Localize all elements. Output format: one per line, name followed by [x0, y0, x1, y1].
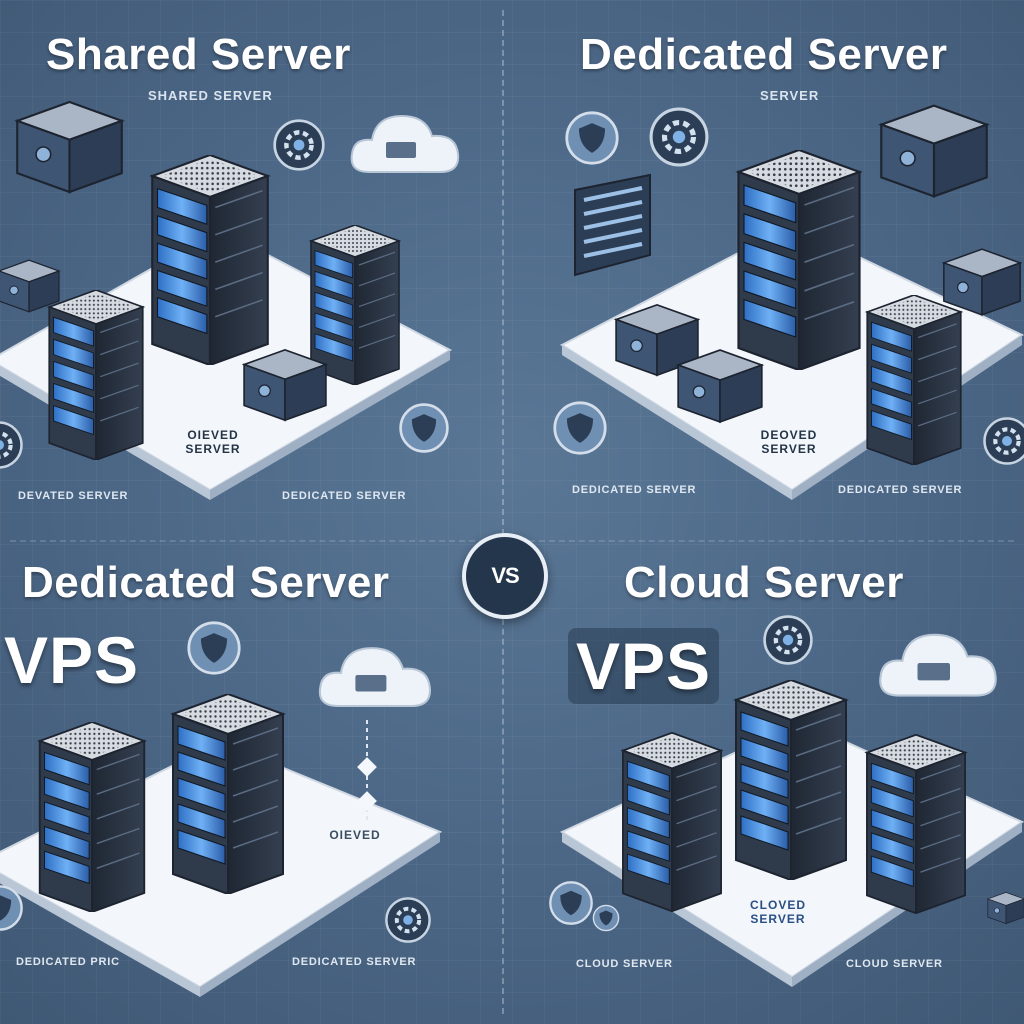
- gear-icon: [272, 118, 326, 172]
- footer-label-left: DEDICATED PRIC: [16, 954, 120, 970]
- quadrant-dedicated-vps: Dedicated Server VPS OIEVED DEDICATED PR…: [0, 512, 512, 1024]
- security-icon: [565, 111, 619, 165]
- vs-badge: VS: [462, 533, 548, 619]
- server-rack-icon: [151, 155, 269, 365]
- vps-badge: VPS: [568, 628, 720, 704]
- security-icon: [592, 904, 620, 932]
- footer-label-right: DEDICATED SERVER: [282, 488, 406, 504]
- storage-unit-icon: [16, 100, 123, 194]
- cloud-icon: [318, 646, 432, 708]
- gear-icon: [762, 614, 814, 666]
- gear-icon: [982, 416, 1024, 466]
- server-rack-icon: [48, 290, 144, 460]
- security-icon: [549, 881, 593, 925]
- gear-icon: [384, 896, 432, 944]
- gear-icon: [648, 106, 710, 168]
- quadrant-subtitle: SHARED SERVER: [148, 88, 273, 103]
- footer-label-text: DEDICATED SERVER: [572, 484, 697, 496]
- footer-label-text: DEVATED SERVER: [18, 490, 129, 502]
- vertical-divider: [502, 10, 504, 1014]
- server-rack-icon: [866, 295, 962, 465]
- cloud-connection-line: [357, 720, 377, 820]
- storage-unit-icon: [880, 104, 988, 198]
- cloud-icon: [878, 633, 998, 697]
- server-rack-icon: [622, 732, 722, 912]
- server-rack-icon: [735, 680, 847, 880]
- footer-label-text: DEDICATED SERVER: [292, 956, 417, 968]
- quadrant-title: Dedicated Server: [580, 30, 948, 79]
- cloud-icon: [350, 114, 460, 174]
- footer-label-text: DEDICATED SERVER: [282, 490, 407, 502]
- platform-caption: CLOVED SERVER: [749, 898, 806, 926]
- footer-label-text: CLOUD SERVER: [576, 958, 673, 970]
- footer-label-right: CLOUD SERVER: [846, 956, 943, 972]
- platform-caption: OIEVED: [329, 828, 381, 842]
- server-rack-icon: [171, 694, 285, 894]
- quadrant-subtitle: SERVER: [760, 88, 820, 103]
- platform-caption: DEOVED SERVER: [760, 428, 818, 456]
- quadrant-title: Dedicated Server: [22, 558, 390, 607]
- footer-label-text: CLOUD SERVER: [846, 958, 943, 970]
- footer-label-text: DEDICATED SERVER: [838, 484, 963, 496]
- vps-badge: VPS: [4, 623, 140, 697]
- storage-unit-icon: [987, 891, 1024, 925]
- gear-icon: [0, 420, 24, 470]
- security-icon: [0, 885, 23, 931]
- quadrant-shared-server: Shared Server SHARED SERVER OIEVED SERVE…: [0, 0, 512, 512]
- quadrant-cloud-server: Cloud Server VPS CLOVED SERVER CLOUD SER…: [512, 512, 1024, 1024]
- footer-label-text: DEDICATED PRIC: [16, 956, 120, 968]
- quadrant-dedicated-server: Dedicated Server SERVER DEOVED SERVER DE…: [512, 0, 1024, 512]
- security-icon: [553, 401, 607, 455]
- server-rack-icon: [737, 150, 861, 370]
- server-panel-icon: [573, 173, 652, 277]
- footer-label-right: DEDICATED SERVER: [292, 954, 416, 970]
- server-rack-icon: [38, 722, 146, 912]
- footer-label-left: CLOUD SERVER: [576, 956, 673, 972]
- server-rack-icon: [866, 734, 966, 914]
- security-icon: [187, 621, 241, 675]
- storage-unit-icon: [677, 349, 763, 423]
- footer-label-left: DEVATED SERVER: [18, 488, 128, 504]
- security-icon: [399, 403, 449, 453]
- storage-unit-icon: [243, 348, 327, 422]
- quadrant-title: Shared Server: [46, 30, 351, 79]
- quadrant-title: Cloud Server: [624, 558, 904, 607]
- footer-label-left: DEDICATED SERVER: [572, 482, 696, 498]
- platform-caption: OIEVED SERVER: [185, 428, 241, 456]
- footer-label-right: DEDICATED SERVER: [838, 482, 962, 498]
